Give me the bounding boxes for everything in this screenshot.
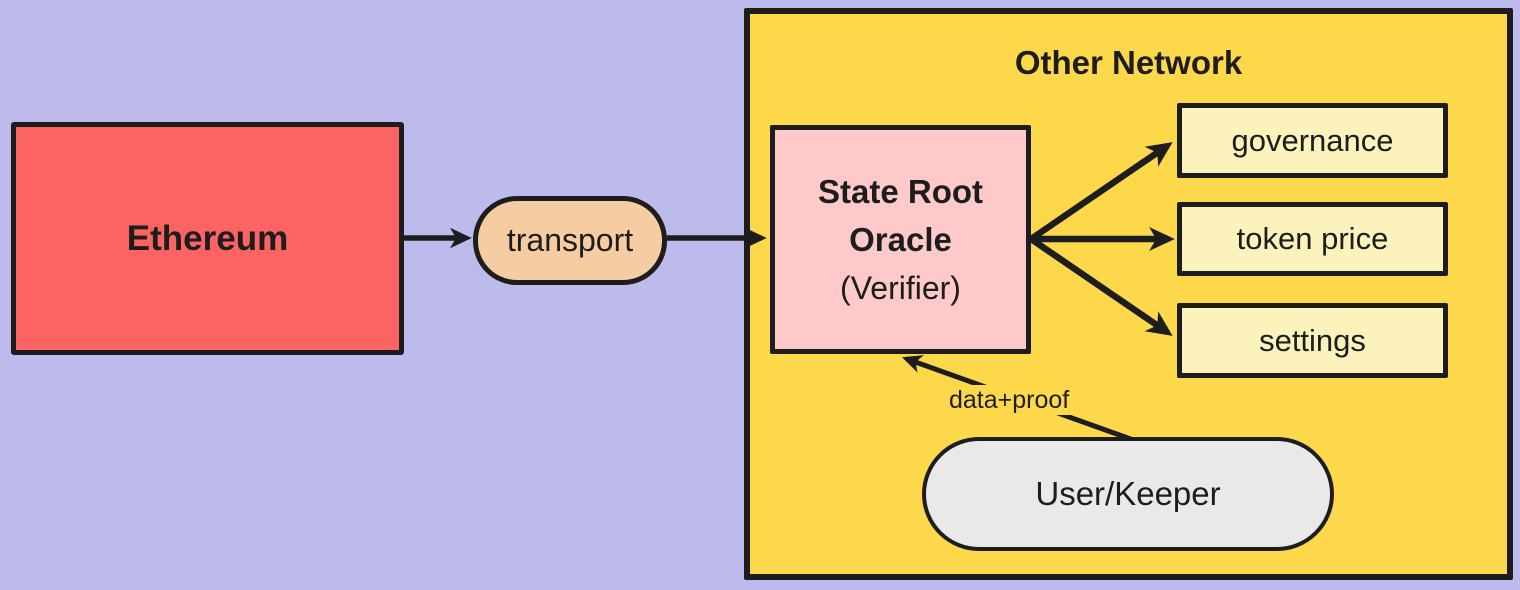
governance-node: governance — [1177, 103, 1448, 178]
oracle-title-line1: State Root — [818, 172, 983, 210]
oracle-title-line2: Oracle — [849, 220, 952, 258]
token-price-label: token price — [1236, 221, 1389, 256]
transport-node: transport — [473, 196, 667, 285]
oracle-subtitle: (Verifier) — [840, 269, 961, 306]
transport-label: transport — [506, 222, 634, 258]
data-proof-edge-label: data+proof — [944, 385, 1075, 415]
token-price-node: token price — [1177, 202, 1448, 276]
ethereum-label: Ethereum — [126, 218, 289, 258]
edge-oracle-to-governance — [1029, 142, 1173, 242]
user-keeper-node: User/Keeper — [922, 437, 1334, 551]
edge-oracle-to-settings — [1029, 236, 1173, 336]
settings-label: settings — [1259, 322, 1366, 358]
ethereum-node: Ethereum — [11, 122, 404, 355]
governance-label: governance — [1231, 122, 1394, 158]
other-network-title: Other Network — [1014, 44, 1243, 81]
settings-node: settings — [1177, 303, 1448, 378]
user-keeper-label: User/Keeper — [1035, 475, 1221, 512]
state-root-oracle-node: State Root Oracle (Verifier) — [770, 125, 1031, 354]
